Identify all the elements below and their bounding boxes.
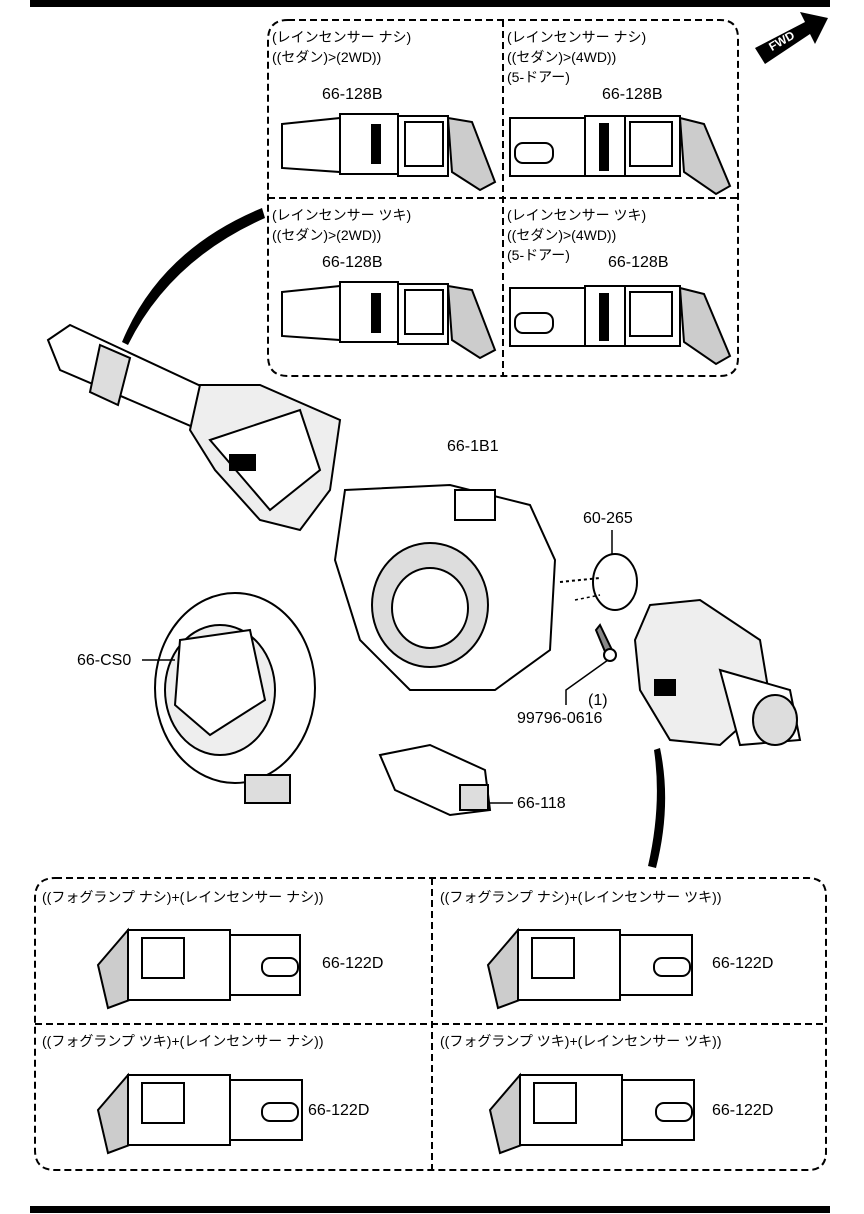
clock-spring-label: 66-1B1 <box>447 438 499 455</box>
coil-ring <box>154 592 316 804</box>
bottom-variant-box <box>34 877 827 1171</box>
bottom-panel-2-part: 66-122D <box>712 955 774 972</box>
light-switch-2 <box>486 927 693 1010</box>
bottom-panel-3-part: 66-122D <box>308 1102 370 1119</box>
screw-qty-label: (1) <box>588 692 608 709</box>
connector-label: 66-118 <box>517 795 566 812</box>
top-panel-2-part: 66-128B <box>602 86 663 103</box>
bottom-panel-2-cond: ((フォグランプ ナシ)+(レインセンサー ツキ)) <box>440 889 722 905</box>
top-panel-2-cond-1: (レインセンサー ナシ) <box>507 29 647 45</box>
left-combination-switch <box>46 323 342 532</box>
coil-label: 66-CS0 <box>77 652 132 669</box>
top-panel-2-cond-3: (5-ドアー) <box>507 69 570 85</box>
top-panel-2-cond-2: ((セダン)>(4WD)) <box>507 49 617 65</box>
right-combination-switch <box>633 598 802 747</box>
screw <box>594 623 617 662</box>
light-switch-4 <box>488 1072 695 1155</box>
top-panel-3-cond-2: ((セダン)>(2WD)) <box>272 227 382 243</box>
top-panel-1-cond-2: ((セダン)>(2WD)) <box>272 49 382 65</box>
top-panel-1-cond-1: (レインセンサー ナシ) <box>272 29 412 45</box>
top-rule <box>30 0 830 7</box>
wiper-switch-4 <box>509 285 732 366</box>
light-switch-3 <box>96 1072 303 1155</box>
top-panel-1-part: 66-128B <box>322 86 383 103</box>
light-switch-1 <box>96 927 301 1010</box>
top-variant-box <box>267 19 739 377</box>
top-panel-4-cond-1: (レインセンサー ツキ) <box>507 207 647 223</box>
screw-label: 99796-0616 <box>517 710 603 727</box>
wiper-switch-1 <box>281 113 497 192</box>
leader-arc-top <box>122 208 265 345</box>
wiper-switch-3 <box>281 281 497 360</box>
screw-dash <box>574 594 601 601</box>
clock-spring-housing <box>333 483 557 691</box>
leader-arc-bottom <box>648 748 666 868</box>
bottom-panel-1-part: 66-122D <box>322 955 384 972</box>
bottom-panel-3-cond: ((フォグランプ ツキ)+(レインセンサー ナシ)) <box>42 1033 324 1049</box>
bottom-panel-1-cond: ((フォグランプ ナシ)+(レインセンサー ナシ)) <box>42 889 324 905</box>
connector <box>378 743 492 817</box>
cap-label: 60-265 <box>583 510 633 527</box>
top-panel-4-cond-3: (5-ドアー) <box>507 247 570 263</box>
wiper-switch-2 <box>509 115 732 196</box>
cap <box>559 553 638 611</box>
fwd-arrow-icon <box>755 12 828 64</box>
screw-leader <box>565 659 609 705</box>
bottom-panel-4-part: 66-122D <box>712 1102 774 1119</box>
top-panel-4-cond-2: ((セダン)>(4WD)) <box>507 227 617 243</box>
bottom-panel-4-cond: ((フォグランプ ツキ)+(レインセンサー ツキ)) <box>440 1033 722 1049</box>
top-panel-3-part: 66-128B <box>322 254 383 271</box>
top-panel-4-part: 66-128B <box>608 254 669 271</box>
top-panel-3-cond-1: (レインセンサー ツキ) <box>272 207 412 223</box>
bottom-rule <box>30 1206 830 1213</box>
